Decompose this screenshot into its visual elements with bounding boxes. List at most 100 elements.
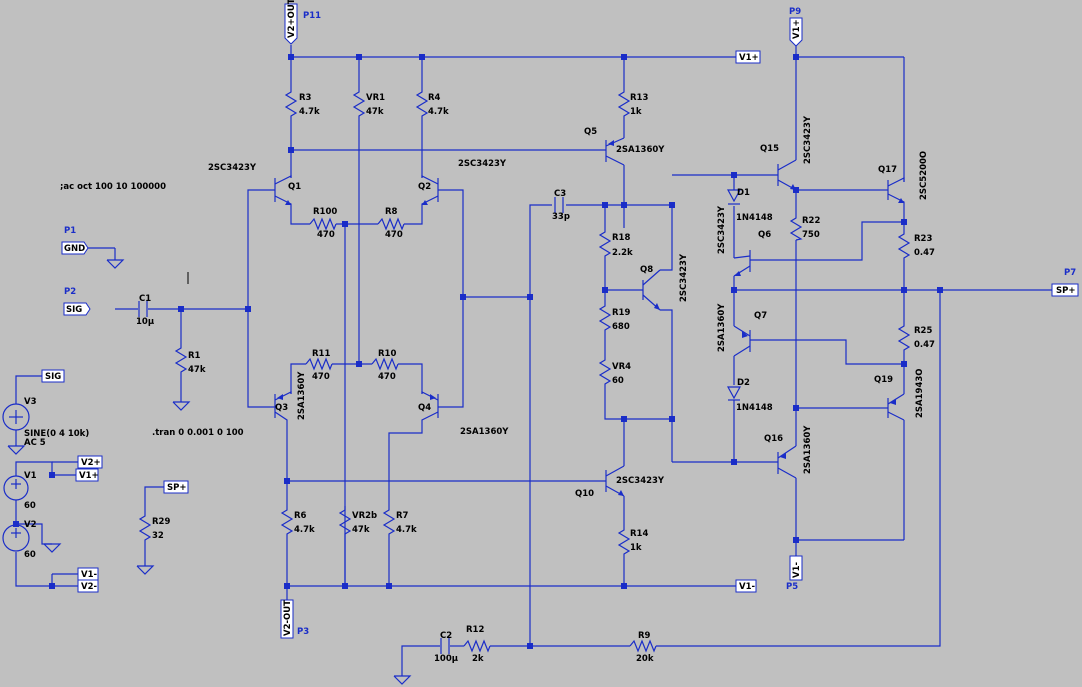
ground-symbols [7,259,412,685]
resistor-r6 [280,506,294,538]
val-d2: 1N4148 [736,403,773,413]
val-r19: 680 [612,322,630,332]
transistor-q15 [777,159,797,191]
resistor-r100 [309,217,337,231]
val-d1: 1N4148 [736,213,773,223]
val-v2: 60 [24,550,36,560]
ref-r19: R19 [612,308,630,318]
ref-q4: Q4 [418,403,431,413]
ref-q7: Q7 [754,311,767,321]
ref-r18: R18 [612,233,630,243]
ref-c2: C2 [440,631,452,641]
port-p1: P1 [64,226,76,236]
transistor-q2 [421,175,439,212]
diode-d2 [726,386,742,401]
val-r1: 47k [188,365,206,375]
ref-r1: R1 [188,351,201,361]
port-p2: P2 [64,287,76,297]
ref-v2: V2 [24,520,37,530]
ref-q17: Q17 [878,165,897,175]
val-vr2b: 47k [352,525,370,535]
ground-icon [106,259,125,269]
resistor-vr4 [598,354,612,390]
diode-d1 [726,189,742,205]
val-r9: 20k [636,654,654,664]
transistor-q19 [887,393,905,421]
ref-vr1: VR1 [366,93,385,103]
model-q16: 2SA1360Y [803,425,813,474]
capacitor-c1 [138,301,148,317]
voltage-sources [2,403,30,552]
flag-v2p: V2+ [81,458,101,468]
resistor-r8 [377,217,405,231]
model-q10: 2SC3423Y [616,476,665,486]
val-r13: 1k [630,107,642,117]
model-q6: 2SC3423Y [717,205,727,254]
model-q7: 2SA1360Y [717,303,727,352]
val-r14: 1k [630,543,642,553]
transistor-q7 [733,325,751,357]
val-r18: 2.2k [612,248,633,258]
ref-d1: D1 [737,188,750,198]
capacitor-c2 [440,638,450,654]
resistor-r10 [371,357,399,371]
resistor-r12 [463,639,491,653]
flag-v1m: V1- [739,582,755,592]
val-v1: 60 [24,501,36,511]
ref-q5: Q5 [584,127,597,137]
capacitors [138,197,564,654]
ref-r12: R12 [466,625,484,635]
flag-v2mout: V2-OUT [283,600,293,636]
transistor-q5 [605,137,625,166]
transistor-q1 [274,175,292,212]
ac-directive: ;ac oct 100 10 100000 [60,182,166,192]
ref-q10: Q10 [575,489,594,499]
val2-v3: AC 5 [24,438,46,448]
ref-v1: V1 [24,471,37,481]
val-r4: 4.7k [428,107,449,117]
model-q8: 2SC3423Y [679,253,689,302]
transistor-q3 [274,391,292,422]
ref-r4: R4 [428,93,441,103]
ref-r3: R3 [299,93,312,103]
model-q5: 2SA1360Y [616,145,665,155]
ref-r11: R11 [312,349,330,359]
flag-spp-r29: SP+ [167,483,186,493]
resistor-r1 [174,344,188,380]
model-q1: 2SC3423Y [208,163,257,173]
port-labels: P11 P9 P1 P2 P7 P5 P3 [64,7,1076,637]
capacitor-c3 [554,197,564,213]
ref-q2: Q2 [418,182,431,192]
resistor-r14 [617,526,631,560]
val-r29: 32 [152,531,164,541]
val-c1: 10µ [136,317,154,327]
transistors [274,137,905,497]
junctions [13,54,943,649]
val-r7: 4.7k [396,525,417,535]
val-r25: 0.47 [914,340,935,350]
flag-gnd: GND [64,244,85,254]
transistor-q6 [733,250,751,277]
ref-r8: R8 [385,207,398,217]
resistor-r18 [598,228,612,262]
val-r10: 470 [378,372,396,382]
resistor-r4 [415,88,429,120]
val-r11: 470 [312,372,330,382]
resistor-r29 [138,512,152,544]
ref-r6: R6 [294,511,307,521]
val-r8: 470 [385,230,403,240]
resistor-r9 [629,639,657,653]
resistor-r23 [897,230,911,260]
diodes [726,189,742,401]
ref-r29: R29 [152,517,170,527]
model-q15: 2SC3423Y [803,115,813,164]
ground-icon [393,675,412,685]
model-q17: 2SC5200O [919,151,929,200]
val-v3: SINE(0 4 10k) [24,429,89,439]
val-vr4: 60 [612,376,624,386]
ref-q1: Q1 [288,182,301,192]
ref-r100: R100 [313,207,337,217]
resistor-r7 [382,506,396,538]
ref-q19: Q19 [874,375,893,385]
source-v2 [2,524,30,552]
